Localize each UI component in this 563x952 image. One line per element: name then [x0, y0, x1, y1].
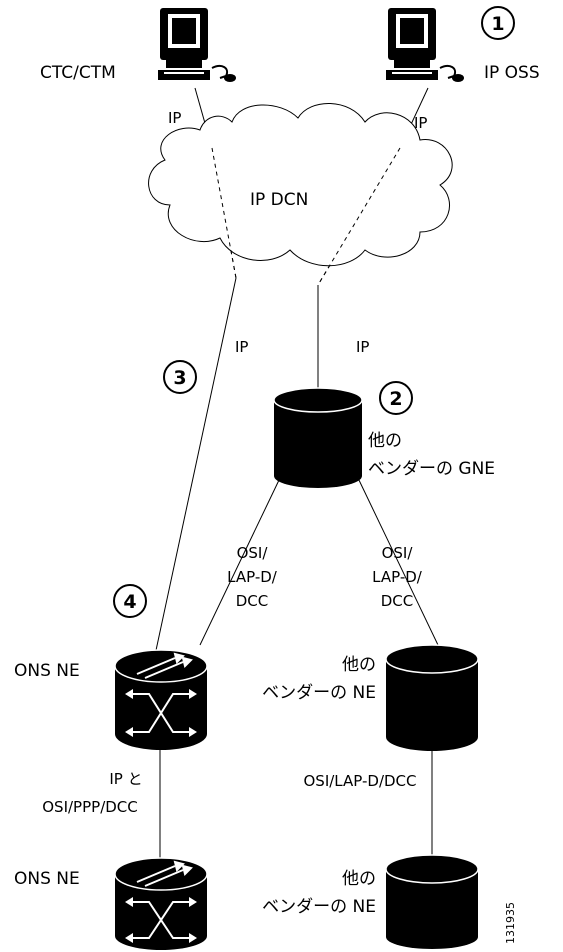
- callout-2: 2: [379, 381, 413, 415]
- gne-vendor-label-3: DCC: [381, 592, 414, 610]
- vendor-ne-2-label-line2: ベンダーの NE: [262, 897, 376, 917]
- gne-label-line2: ベンダーの GNE: [368, 459, 495, 479]
- computer-icon: [386, 8, 464, 82]
- ip-oss-label: IP OSS: [484, 63, 540, 83]
- vendor-ne-2-label-line1: 他の: [342, 869, 376, 889]
- database-cylinder-icon: [385, 854, 479, 949]
- gne-ons-label-3: DCC: [236, 592, 269, 610]
- dcn-gne-ip-label: IP: [356, 338, 369, 356]
- database-cylinder-icon: [385, 644, 479, 751]
- ctc-path-through-cloud: [211, 147, 237, 279]
- ctc-ctm-label: CTC/CTM: [40, 63, 116, 83]
- callout-1-number: 1: [491, 13, 504, 35]
- callout-1: 1: [481, 6, 515, 40]
- oss-path-through-cloud: [317, 147, 401, 286]
- ons-router-icon: [114, 857, 208, 950]
- vendor-ne-1-label-line1: 他の: [342, 655, 376, 675]
- dcn-ons-line: [154, 277, 237, 656]
- oss-ip-label: IP: [414, 114, 427, 132]
- ons-ons-label-2: OSI/PPP/DCC: [42, 798, 138, 816]
- ip-dcn-label: IP DCN: [250, 190, 308, 210]
- figure-id: 131935: [504, 902, 517, 944]
- callout-3: 3: [163, 360, 197, 394]
- callout-4-number: 4: [123, 591, 136, 613]
- ons-ons-label-1: IP と: [109, 770, 142, 788]
- ons-router-icon: [114, 649, 208, 750]
- computer-icon: [158, 8, 236, 82]
- cloud-dashed-overlay: [211, 147, 401, 286]
- gne-ons-label-2: LAP-D/: [227, 568, 278, 586]
- ctc-ip-label: IP: [168, 109, 181, 127]
- gne-vendor-label-2: LAP-D/: [372, 568, 423, 586]
- dcn-ons-ip-label: IP: [235, 338, 248, 356]
- vendor-ne-1-label-line2: ベンダーの NE: [262, 683, 376, 703]
- gne-ons-label-1: OSI/: [237, 544, 269, 562]
- gne-vendor-label-1: OSI/: [382, 544, 414, 562]
- callout-3-number: 3: [173, 367, 186, 389]
- gne-vendor-line: [357, 477, 439, 646]
- callout-4: 4: [113, 584, 147, 618]
- ons-ne-1-label: ONS NE: [14, 661, 80, 681]
- vendor-vendor-label: OSI/LAP-D/DCC: [304, 772, 417, 790]
- gne-ons-line: [199, 477, 281, 646]
- cloud-icon: [148, 103, 453, 267]
- ons-ne-2-label: ONS NE: [14, 869, 80, 889]
- gne-label-line1: 他の: [368, 431, 402, 451]
- callout-2-number: 2: [389, 388, 402, 410]
- database-cylinder-icon: [273, 387, 363, 488]
